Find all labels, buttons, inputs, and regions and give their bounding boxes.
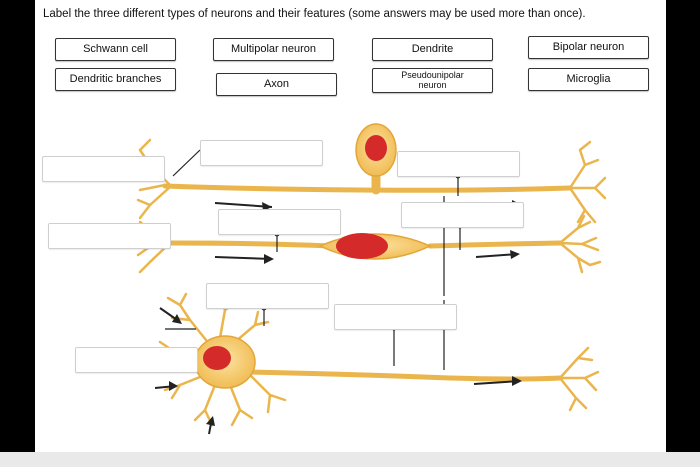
drop-target[interactable]: [218, 209, 341, 235]
chip-microglia[interactable]: Microglia: [528, 68, 649, 91]
drop-target[interactable]: [48, 223, 171, 249]
drop-target[interactable]: [75, 347, 198, 373]
instruction-text: Label the three different types of neuro…: [43, 8, 586, 20]
drop-target[interactable]: [206, 283, 329, 309]
chip-label-line: neuron: [418, 79, 447, 90]
leader-line: [172, 149, 201, 177]
chip-multipolar-neuron[interactable]: Multipolar neuron: [213, 38, 334, 61]
chip-dendritic-branches[interactable]: Dendritic branches: [55, 68, 176, 91]
direction-arrow-head: [169, 381, 178, 391]
drop-target[interactable]: [334, 304, 457, 330]
direction-arrow-head: [264, 254, 274, 264]
direction-arrow-head: [510, 250, 520, 259]
chip-bipolar-neuron[interactable]: Bipolar neuron: [528, 36, 649, 59]
bipolar-nucleus: [336, 233, 388, 259]
direction-arrow-head: [262, 202, 272, 211]
chip-axon[interactable]: Axon: [216, 73, 337, 96]
drop-target[interactable]: [397, 151, 520, 177]
bipolar-neuron-drawing: [136, 214, 602, 274]
pseudounipolar-nucleus: [365, 135, 387, 161]
direction-arrow-head: [172, 314, 182, 324]
chip-schwann-cell[interactable]: Schwann cell: [55, 38, 176, 61]
drop-target[interactable]: [401, 202, 524, 228]
chip-dendrite[interactable]: Dendrite: [372, 38, 493, 61]
chip-pseudounipolar-neuron[interactable]: Pseudounipolar neuron: [372, 68, 493, 93]
chip-label-line: Pseudounipolar: [401, 70, 464, 81]
direction-arrow-head: [206, 416, 215, 426]
direction-arrow: [214, 256, 273, 260]
direction-arrow-head: [512, 376, 522, 386]
bottom-strip: [0, 452, 700, 467]
multipolar-nucleus: [203, 346, 231, 370]
drop-target[interactable]: [200, 140, 323, 166]
drop-target[interactable]: [42, 156, 165, 182]
